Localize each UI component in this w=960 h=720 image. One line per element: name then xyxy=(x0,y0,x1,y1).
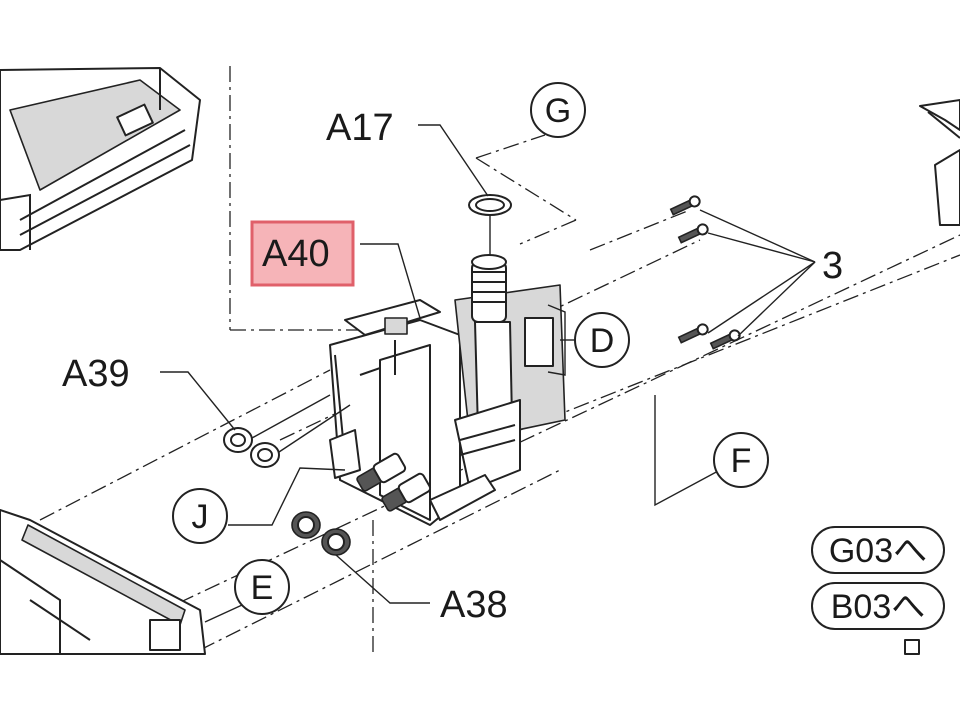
bracket-d xyxy=(547,304,566,376)
leader-lines xyxy=(160,124,721,623)
circle-g-text: G xyxy=(545,92,571,130)
circle-j-text: J xyxy=(192,498,209,536)
label-a39: A39 xyxy=(62,353,130,395)
nozzle-right xyxy=(321,528,351,556)
ref-b03-text: B03へ xyxy=(831,588,926,626)
upper-right-part xyxy=(919,99,960,226)
circle-f-text: F xyxy=(731,442,752,480)
circle-g: G xyxy=(530,82,586,138)
fittings-a38 xyxy=(291,429,432,556)
ref-g03[interactable]: G03へ xyxy=(811,526,945,574)
upper-left-tray xyxy=(0,67,201,251)
label-a40: A40 xyxy=(262,233,330,275)
label-screw-qty: 3 xyxy=(822,245,843,287)
lower-left-frame xyxy=(0,509,206,655)
seals-a39 xyxy=(223,394,351,468)
label-a17: A17 xyxy=(326,107,394,149)
label-a38: A38 xyxy=(440,584,508,626)
ref-g03-text: G03へ xyxy=(829,532,927,570)
screws xyxy=(669,195,816,350)
corner-part xyxy=(904,639,920,655)
circle-e: E xyxy=(234,559,290,615)
circle-j: J xyxy=(172,488,228,544)
circle-e-text: E xyxy=(251,569,274,607)
ref-b03[interactable]: B03へ xyxy=(811,582,945,630)
circle-d-text: D xyxy=(590,322,615,360)
circle-d: D xyxy=(574,312,630,368)
gasket-a17 xyxy=(468,194,512,255)
a40-highlight xyxy=(250,220,355,287)
nozzle-left xyxy=(291,511,321,539)
circle-f: F xyxy=(713,432,769,488)
